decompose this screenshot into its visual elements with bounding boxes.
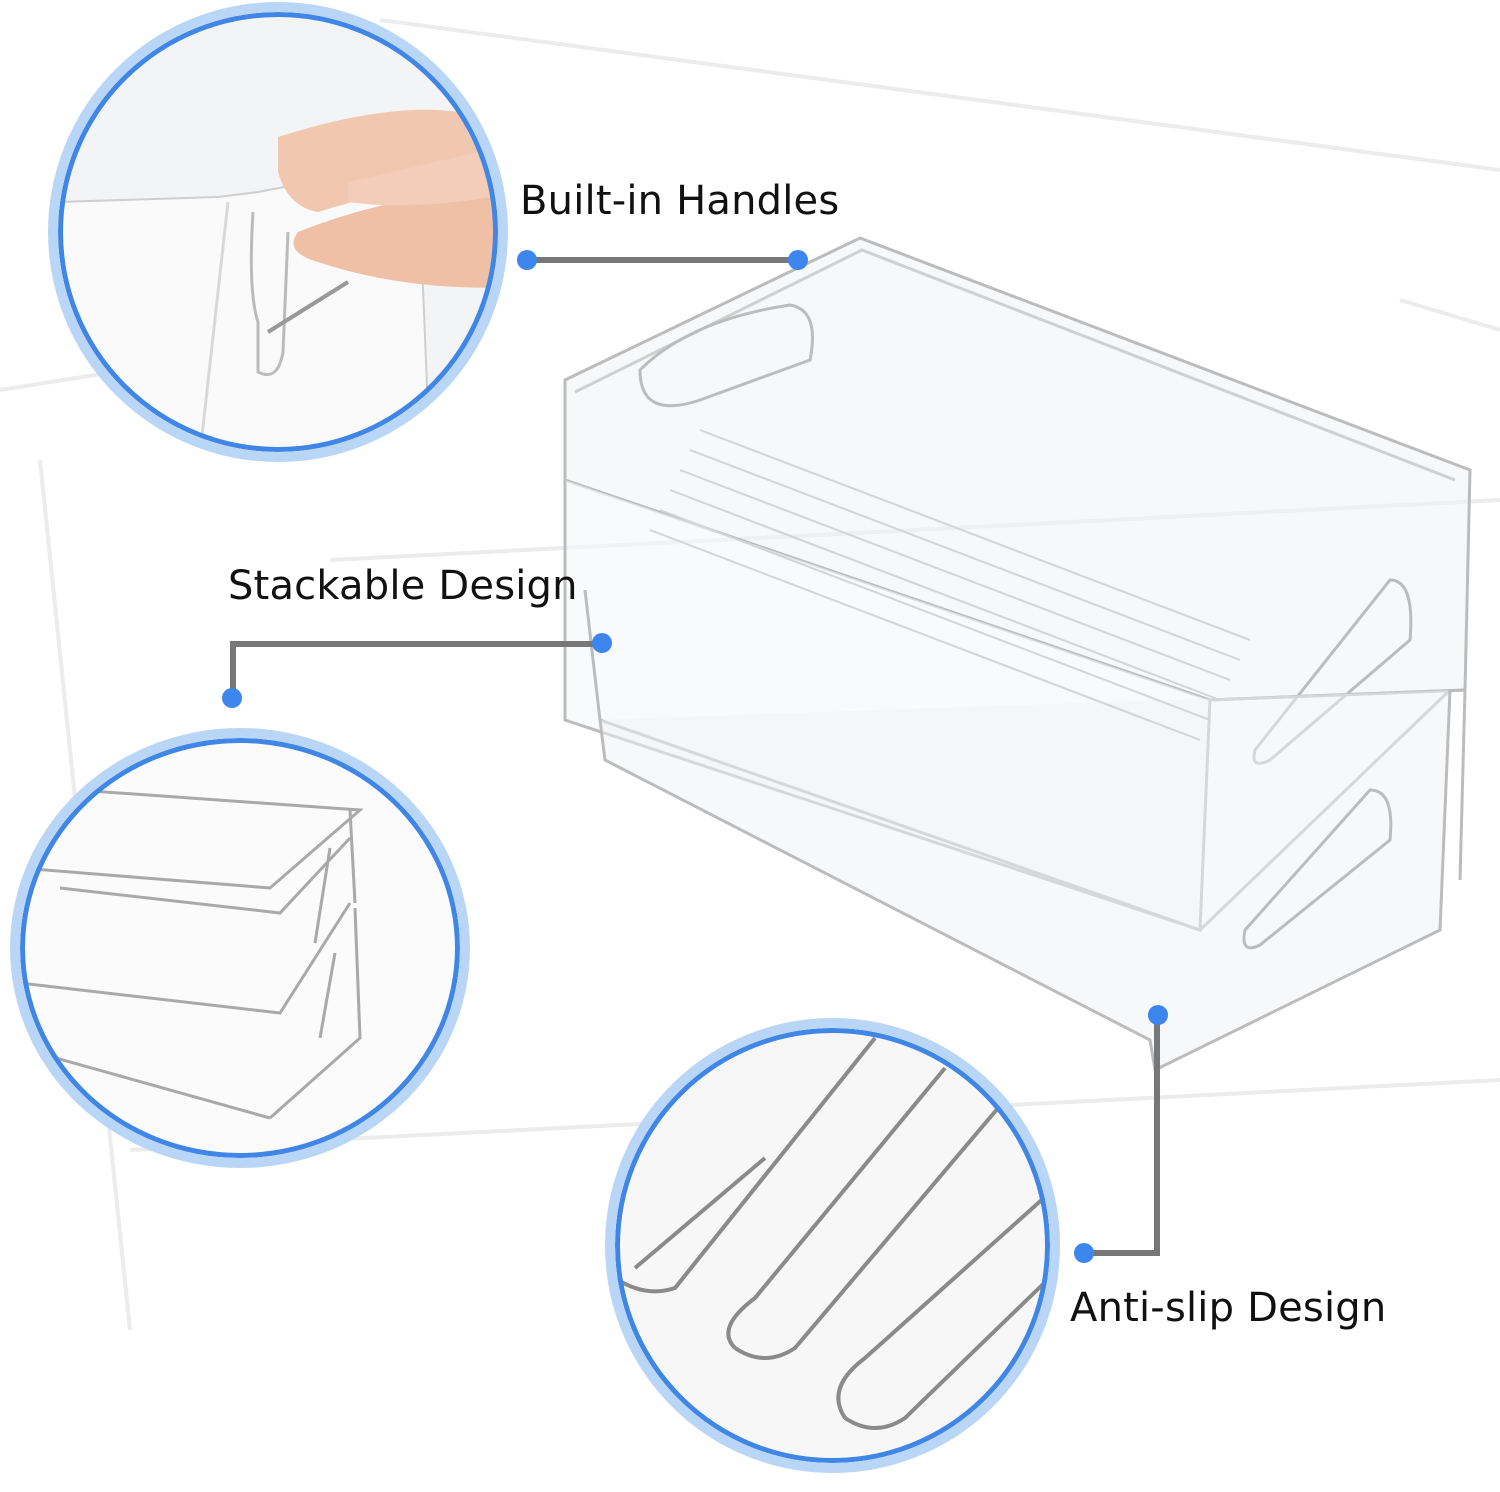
connector-line-antislip-vertical bbox=[1154, 1014, 1160, 1256]
connector-dot-icon bbox=[1148, 1005, 1168, 1025]
connector-line-antislip bbox=[1084, 1250, 1160, 1256]
connector-line-stackable bbox=[230, 641, 602, 647]
connector-dot-icon bbox=[1074, 1243, 1094, 1263]
connector-dot-icon bbox=[592, 633, 612, 653]
stackable-detail-circle bbox=[10, 728, 470, 1168]
connector-dot-icon bbox=[222, 688, 242, 708]
feature-label-antislip: Anti-slip Design bbox=[1070, 1285, 1387, 1331]
antislip-detail-circle bbox=[605, 1018, 1060, 1473]
handle-detail-circle bbox=[48, 2, 508, 462]
connector-line-stackable-vertical bbox=[230, 641, 236, 699]
connector-dot-icon bbox=[517, 250, 537, 270]
connector-line-handles bbox=[528, 257, 798, 263]
feature-label-handles: Built-in Handles bbox=[520, 178, 840, 224]
bottom-bin bbox=[583, 589, 1452, 1073]
connector-dot-icon bbox=[788, 250, 808, 270]
feature-label-stackable: Stackable Design bbox=[228, 563, 578, 609]
